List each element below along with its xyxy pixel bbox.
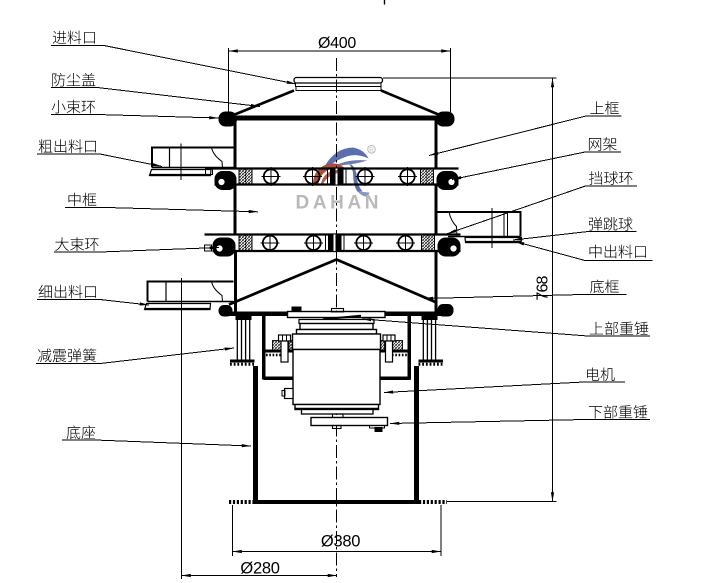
svg-text:768: 768 [535,275,552,300]
svg-text:Ø380: Ø380 [321,533,360,551]
svg-text:DAHAN: DAHAN [296,193,383,214]
svg-text:R: R [369,147,374,154]
svg-text:Ø280: Ø280 [240,560,279,578]
svg-text:Ø400: Ø400 [318,35,356,52]
